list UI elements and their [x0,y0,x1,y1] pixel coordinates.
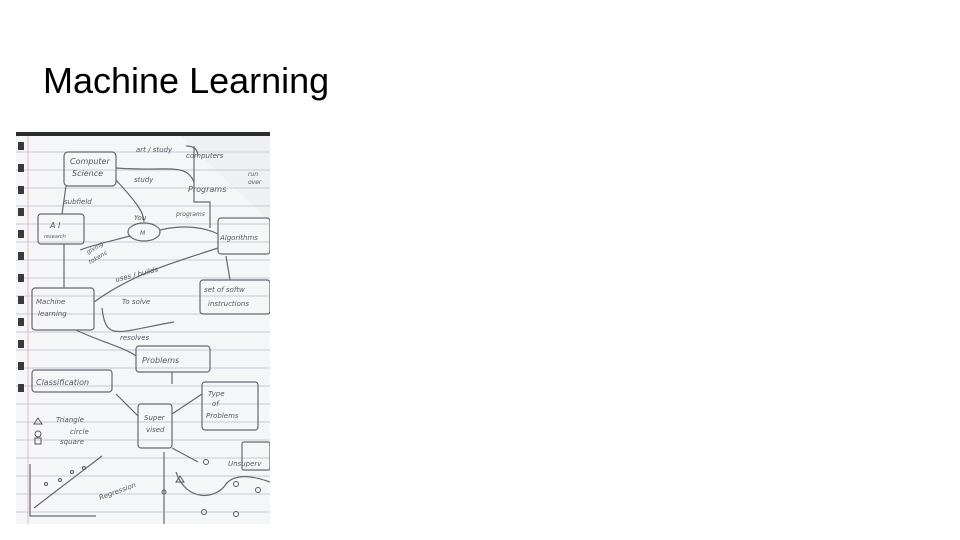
label-vised: vised [146,426,165,434]
label-instructions: instructions [208,300,249,308]
label-resolves: resolves [120,334,150,342]
handwritten-mind-map: Computer Science art / study computers r… [16,132,270,524]
label-type: Type [208,390,225,398]
label-classification: Classification [36,378,89,387]
label-programs-link: programs [175,211,205,218]
label-triangle: Triangle [56,416,84,424]
label-programs: Programs [188,185,226,194]
notebook-photo: Computer Science art / study computers r… [16,132,270,524]
svg-text:M: M [140,230,146,237]
label-problems-type: Problems [206,412,239,420]
spiral-binding [18,142,24,392]
label-subfield: subfield [64,198,92,206]
label-computer-line2: Science [72,169,103,178]
label-study: study [134,176,154,184]
label-learning: learning [38,310,67,318]
slide-title: Machine Learning [43,60,330,101]
label-machine: Machine [36,298,65,306]
label-algorithms: Algorithms [219,234,258,242]
label-super: Super [144,414,166,422]
label-ai-research: research [44,234,66,240]
label-of: of [212,400,220,408]
label-art-study: art / study [136,146,173,154]
label-run: run [248,171,258,178]
label-unsupervised: Unsuperv [228,460,262,468]
label-computers: computers [186,152,224,160]
label-problems: Problems [142,356,179,365]
label-square: square [60,438,84,446]
label-set-of-software: set of softw [204,286,245,294]
label-computer-line1: Computer [70,157,110,166]
label-you: You [134,214,147,222]
label-over: over [248,179,262,186]
label-circle: circle [70,428,89,436]
label-to-solve: To solve [122,298,150,306]
label-ai: A I [49,221,61,230]
